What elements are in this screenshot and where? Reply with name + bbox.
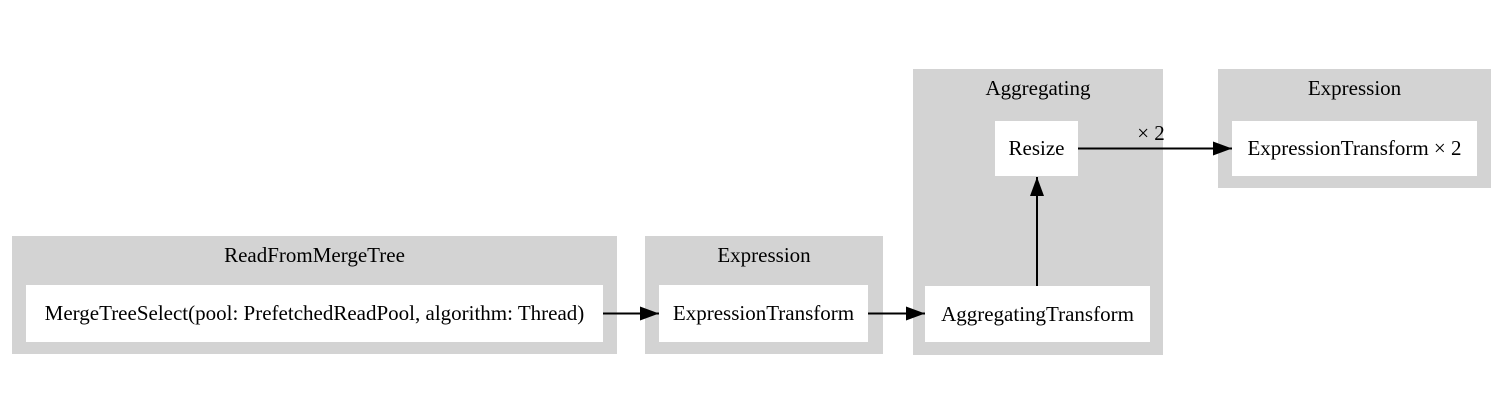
cluster-title: Expression (1307, 76, 1402, 100)
node-resize: Resize (995, 121, 1078, 176)
node-merge-tree-select: MergeTreeSelect(pool: PrefetchedReadPool… (26, 285, 603, 342)
node-expression-transform: ExpressionTransform (659, 285, 868, 342)
node-aggregating-transform: AggregatingTransform (925, 286, 1150, 342)
edge-label-x2: × 2 (1137, 121, 1165, 145)
cluster-title: Aggregating (985, 76, 1091, 100)
cluster-title: ReadFromMergeTree (224, 243, 405, 267)
node-expression-transform-x2: ExpressionTransform × 2 (1232, 121, 1477, 176)
cluster-title: Expression (717, 243, 811, 267)
